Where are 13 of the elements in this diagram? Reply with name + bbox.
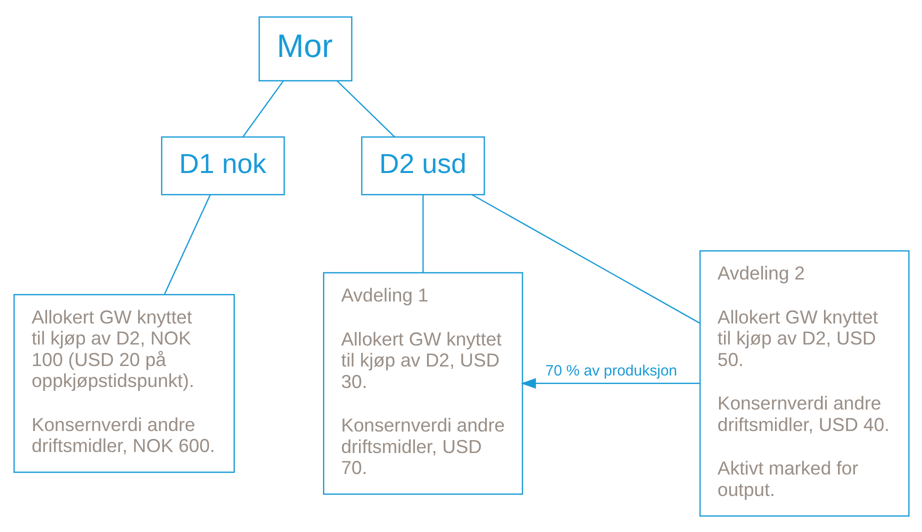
- node-box: Avdeling 2 Allokert GW knyttet til kjøp av D2, USD 50. Konsernverdi andre driftsmidler, USD 40. Aktivt marked for output.: [698, 250, 910, 516]
- edge-label: 70 % av produksjon: [544, 362, 677, 379]
- node-box: Mor: [258, 16, 352, 81]
- connector: [242, 80, 284, 137]
- connector: [422, 194, 424, 272]
- arrow: [520, 378, 700, 388]
- node-box: Avdeling 1 Allokert GW knyttet til kjøp av D2, USD 30. Konsernverdi andre driftsmidler, USD 70.: [322, 272, 523, 494]
- connector: [336, 80, 395, 137]
- connector: [163, 194, 210, 294]
- node-box: D1 nok: [160, 136, 284, 195]
- node-box: D2 usd: [360, 136, 484, 195]
- node-box: Allokert GW knyttet til kjøp av D2, NOK 100 (USD 20 på oppkjøpstidspunkt). Konsernverdi andre driftsmidler, NOK 600.: [12, 294, 234, 472]
- connector: [471, 194, 700, 324]
